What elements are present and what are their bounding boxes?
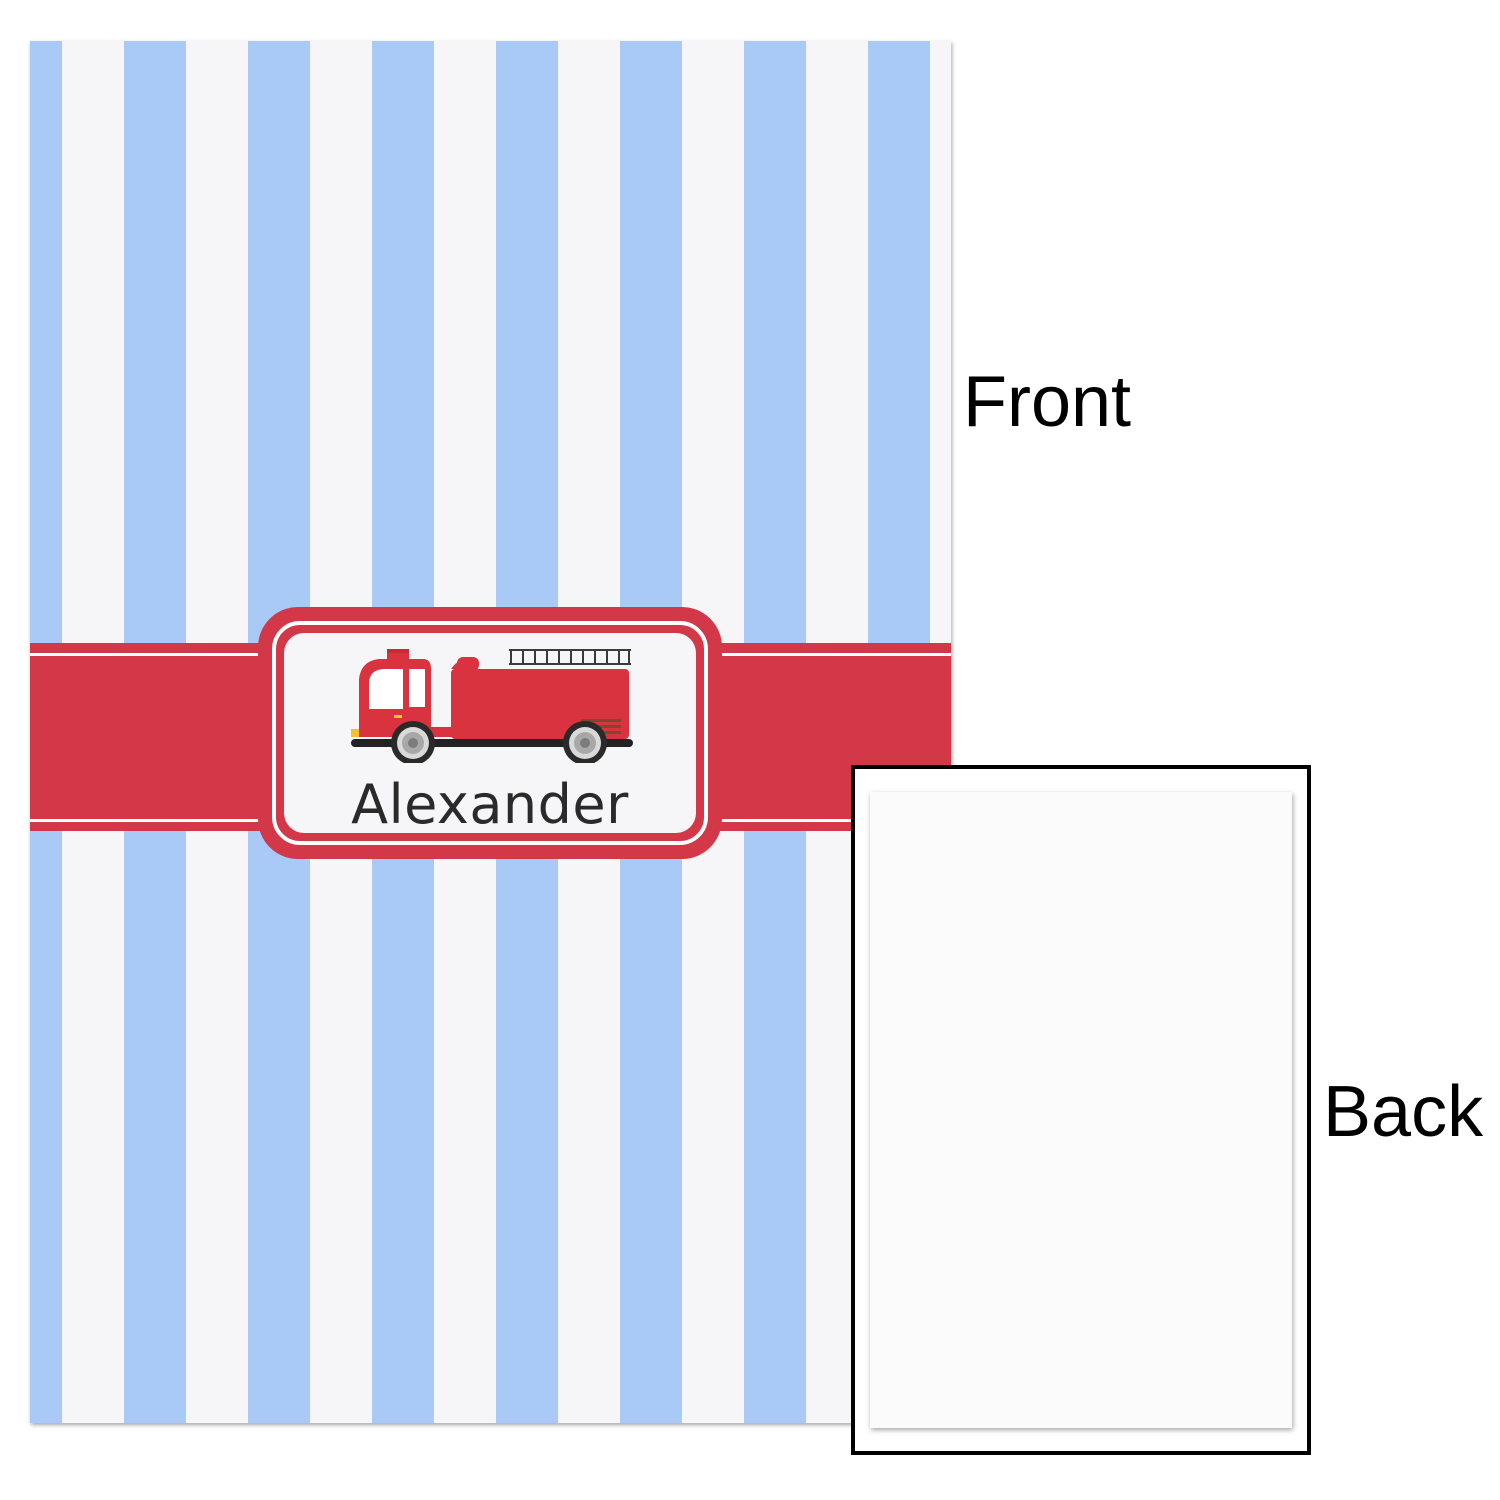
back-label: Back	[1323, 1072, 1484, 1152]
front-label: Front	[963, 362, 1132, 442]
personalized-name: Alexander	[351, 773, 629, 836]
front-card: Alexander	[30, 41, 951, 1423]
back-frame	[851, 765, 1311, 1455]
fire-truck-icon	[351, 649, 633, 763]
back-card	[870, 792, 1292, 1428]
